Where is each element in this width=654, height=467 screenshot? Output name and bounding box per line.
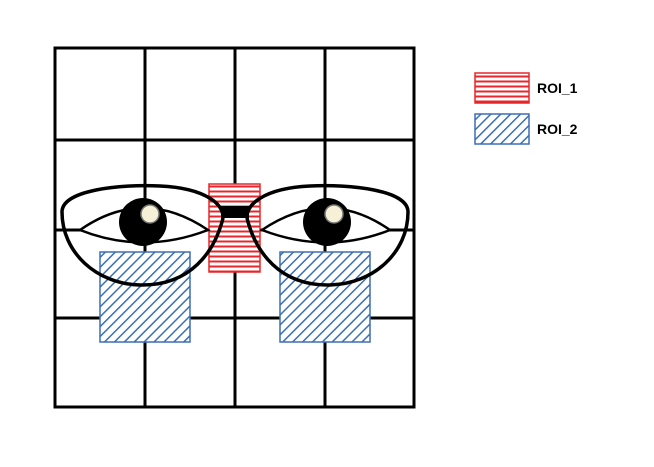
glasses-icon — [60, 183, 410, 287]
legend-label-roi-1: ROI_1 — [537, 80, 578, 96]
legend-swatch-roi-2 — [474, 113, 530, 145]
roi-2-region-right — [279, 251, 371, 343]
eye-icon-right — [259, 198, 393, 246]
legend-swatch-roi-1 — [474, 72, 530, 104]
legend: ROI_1 ROI_2 — [474, 72, 578, 145]
roi-1-region — [208, 183, 261, 273]
eye-icon-left — [77, 198, 211, 246]
roi-2-region-left — [99, 251, 191, 343]
legend-label-roi-2: ROI_2 — [537, 121, 578, 137]
